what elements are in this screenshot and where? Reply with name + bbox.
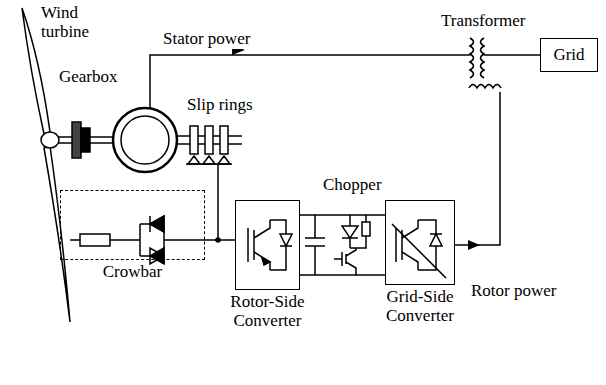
wire-connector: [300, 215, 385, 275]
node-label: Rotor-Side Converter: [228, 293, 308, 330]
part-label: Slip rings: [186, 96, 254, 115]
grid-box: Grid: [540, 38, 598, 72]
node-label: Crowbar: [103, 263, 162, 282]
part-label: Transformer: [440, 12, 526, 31]
part-label: Chopper: [322, 176, 383, 195]
crowbar-box: Crowbar: [60, 190, 205, 260]
part-label: Rotor power: [470, 282, 557, 301]
converter-box: Grid-Side Converter: [385, 200, 455, 285]
converter-box: Rotor-Side Converter: [235, 200, 300, 290]
node-label: Grid-Side Converter: [380, 288, 460, 325]
node-label: Grid: [541, 39, 597, 71]
part-label: Wind turbine: [40, 4, 104, 41]
part-label: Gearbox: [58, 68, 119, 87]
part-label: Stator power: [162, 30, 251, 49]
wire-connector: [205, 239, 235, 241]
